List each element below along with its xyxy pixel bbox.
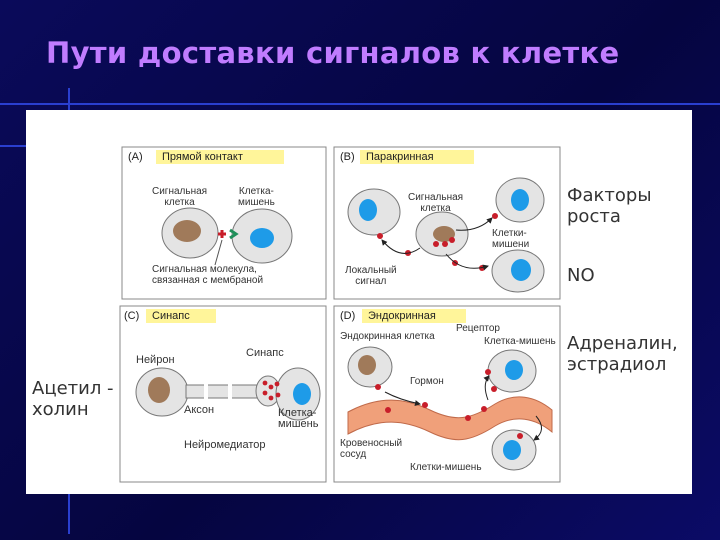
- signal-path: [381, 239, 421, 254]
- signal-cell-label: Сигнальная клетка: [408, 192, 464, 214]
- target-cells-label: Клетки-мишень: [410, 462, 482, 473]
- decorative-line: [0, 145, 26, 147]
- panel-c-letter: (C): [124, 310, 140, 322]
- nucleus: [511, 259, 531, 281]
- decorative-line: [68, 494, 70, 534]
- axon-label: Аксон: [184, 404, 215, 416]
- nucleus: [503, 440, 521, 460]
- signal-path: [455, 217, 493, 231]
- signal-cell-label: Сигнальная клетка: [152, 186, 208, 208]
- blood-vessel: [347, 396, 553, 441]
- panel-c-header: Синапс: [146, 309, 216, 323]
- local-signal-label: Локальный сигнал: [345, 265, 397, 287]
- axon: [185, 384, 261, 399]
- target-cell-label: Клетка- мишень: [238, 186, 275, 208]
- decorative-line: [0, 103, 720, 105]
- panel-a-letter: (A): [128, 151, 143, 163]
- growth-factors-label: Факторы роста: [567, 185, 652, 227]
- neuron-label: Нейрон: [136, 354, 175, 366]
- nucleus: [359, 199, 377, 221]
- membrane-bound-molecule: [218, 230, 226, 238]
- nucleus: [148, 377, 170, 403]
- membrane-molecule-label: Сигнальная молекула, связанная с мембран…: [152, 264, 264, 286]
- target-cell-label: Клетка- мишень: [278, 407, 319, 430]
- receptor: [229, 228, 239, 240]
- panel-d-header: Эндокринная: [362, 309, 466, 323]
- label-leader: [214, 239, 223, 266]
- hormone-molecules: [375, 369, 523, 439]
- nucleus: [505, 360, 523, 380]
- nucleus: [511, 189, 529, 211]
- hormone-label: Гормон: [410, 376, 444, 387]
- receptor-label: Рецептор: [456, 323, 500, 334]
- nucleus: [173, 220, 201, 242]
- slide-title: Пути доставки сигналов к клетке: [46, 36, 620, 70]
- nucleus: [250, 228, 274, 248]
- neurotransmitter-dots: [262, 380, 281, 401]
- nucleus: [293, 383, 311, 405]
- panel-b-letter: (B): [340, 151, 355, 163]
- acetylcholine-label: Ацетил - холин: [32, 378, 114, 420]
- hormone-path: [533, 415, 542, 441]
- target-cell-label: Клетка-мишень: [484, 336, 556, 347]
- decorative-line: [68, 88, 70, 116]
- nucleus: [358, 355, 376, 375]
- panel-b-header: Паракринная: [360, 150, 474, 164]
- blood-vessel-label: Кровеносный сосуд: [340, 438, 403, 460]
- endocrine-cell-label: Эндокринная клетка: [340, 331, 435, 342]
- hormone-path: [483, 375, 490, 401]
- hormone-path: [384, 391, 421, 406]
- nucleus: [433, 226, 455, 242]
- adrenaline-label: Адреналин, эстрадиол: [567, 333, 678, 375]
- neurotransmitter-label: Нейромедиатор: [184, 439, 266, 451]
- panel-d-letter: (D): [340, 310, 356, 322]
- panel-a-frame: [121, 146, 327, 300]
- panel-a-header: Прямой контакт: [156, 150, 284, 164]
- signal-path: [445, 253, 489, 271]
- target-cells-label: Клетки- мишени: [492, 228, 530, 250]
- synapse-label: Синапс: [246, 347, 284, 359]
- no-label: NO: [567, 265, 595, 286]
